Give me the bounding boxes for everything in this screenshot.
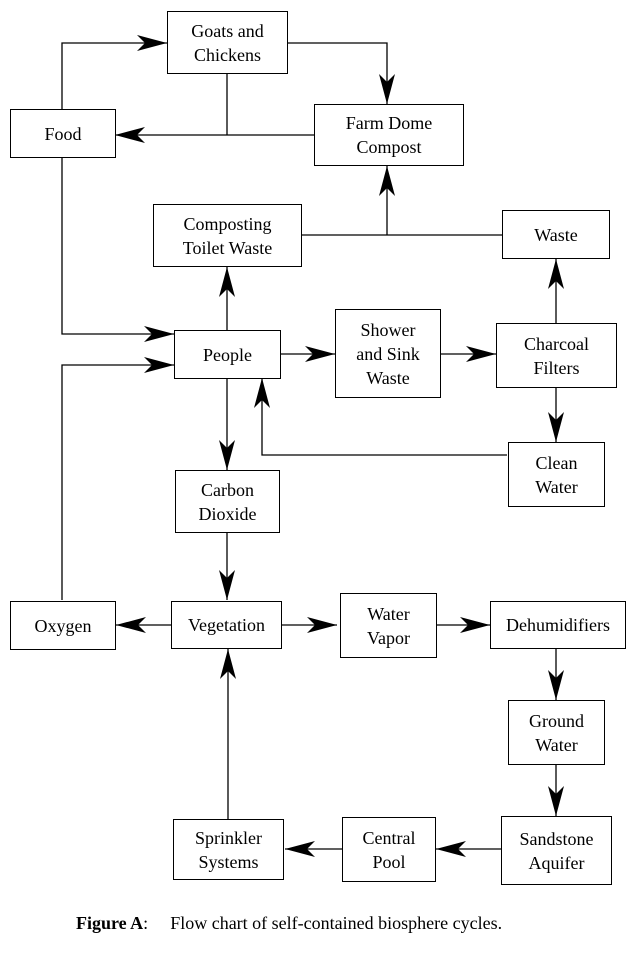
node-food: Food [10, 109, 116, 158]
edge-food-to-people [61, 157, 174, 342]
node-waste: Waste [502, 210, 610, 259]
node-people: People [174, 330, 281, 379]
caption-text: Flow chart of self-contained biosphere c… [170, 913, 503, 933]
node-sandstone-aquifer: Sandstone Aquifer [501, 816, 612, 885]
caption-colon: : [143, 913, 149, 933]
node-shower-and-sink-waste: Shower and Sink Waste [335, 309, 441, 398]
node-clean-water: Clean Water [508, 442, 605, 507]
figure-caption: Figure A: Flow chart of self-contained bi… [76, 913, 502, 934]
node-charcoal-filters: Charcoal Filters [496, 323, 617, 388]
node-carbon-dioxide: Carbon Dioxide [175, 470, 280, 533]
edge-food-to-goats [61, 35, 167, 110]
node-goats-and-chickens: Goats and Chickens [167, 11, 288, 74]
node-sprinkler-systems: Sprinkler Systems [173, 819, 284, 880]
edge-goats-to-farm-compost [287, 42, 395, 104]
caption-label: Figure A [76, 913, 144, 933]
node-central-pool: Central Pool [342, 817, 436, 882]
node-ground-water: Ground Water [508, 700, 605, 765]
node-vegetation: Vegetation [171, 601, 282, 649]
edge-oxygen-to-people [61, 357, 174, 600]
edge-clean-water-to-people [254, 378, 507, 456]
node-composting-toilet-waste: Composting Toilet Waste [153, 204, 302, 267]
node-farm-dome-compost: Farm Dome Compost [314, 104, 464, 166]
node-dehumidifiers: Dehumidifiers [490, 601, 626, 649]
node-water-vapor: Water Vapor [340, 593, 437, 658]
node-oxygen: Oxygen [10, 601, 116, 650]
